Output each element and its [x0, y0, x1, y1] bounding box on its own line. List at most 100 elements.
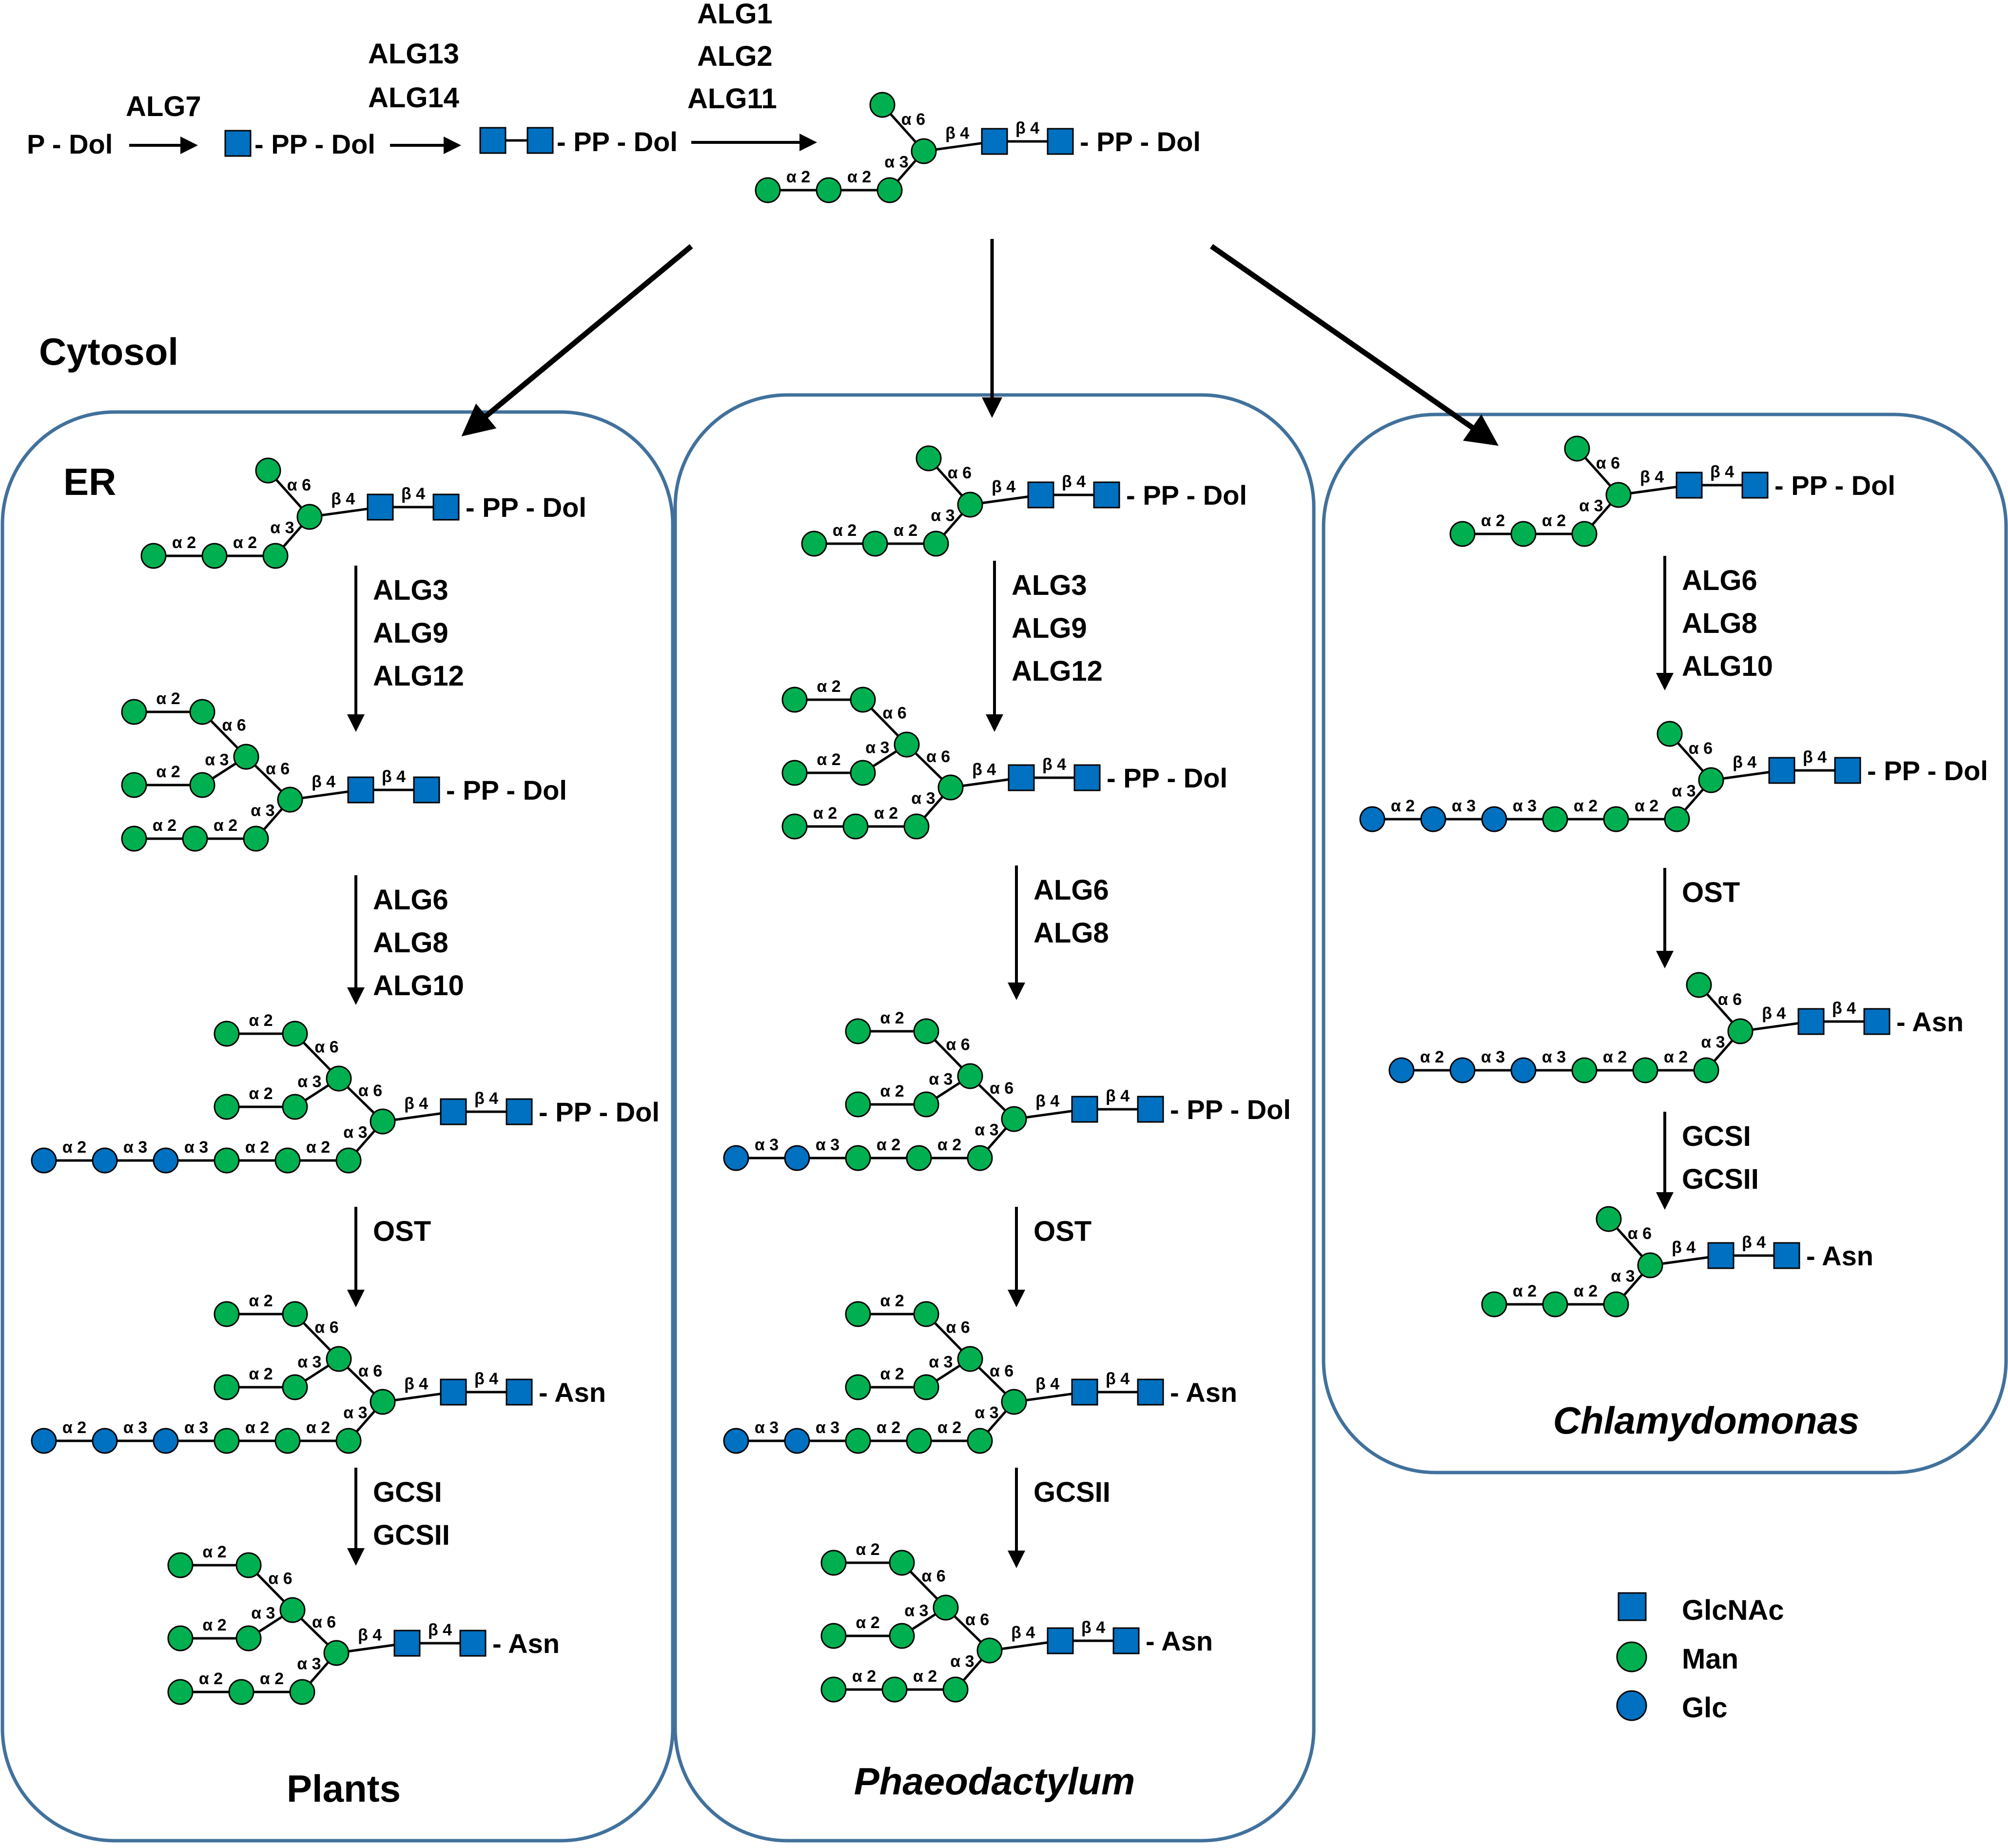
- linkage-label: β 4: [358, 1626, 382, 1644]
- linkage-label: α 3: [251, 1604, 275, 1622]
- glycan-suffix: - Asn: [1896, 1006, 1964, 1037]
- linkage-label: α 2: [786, 168, 810, 186]
- man-circle: [906, 1428, 932, 1454]
- linkage-label: α 2: [249, 1365, 273, 1383]
- glcnac-square: [1071, 1378, 1098, 1406]
- man-circle: [894, 731, 920, 758]
- man-circle: [335, 1147, 362, 1174]
- linkage-label: α 2: [817, 750, 840, 769]
- linkage-label: α 6: [946, 1318, 970, 1337]
- man-circle: [214, 1374, 240, 1400]
- glcnac-square: [1834, 757, 1861, 784]
- linkage-label: α 6: [1596, 454, 1620, 472]
- man-circle: [167, 1625, 194, 1651]
- glc-circle: [92, 1428, 118, 1454]
- glycan-suffix: - Asn: [539, 1377, 606, 1408]
- man-circle: [933, 1594, 959, 1621]
- enzyme-label: ALG8: [373, 927, 448, 959]
- linkage-label: α 3: [1542, 1048, 1566, 1066]
- linkage-label: α 3: [1481, 1048, 1505, 1066]
- glc-circle: [1359, 806, 1385, 832]
- step-phaeo-4: GCSII: [1008, 1468, 1111, 1568]
- linkage-label: α 3: [1513, 797, 1537, 815]
- linkage-label: β 4: [1035, 1375, 1059, 1393]
- linkage-label: α 2: [249, 1292, 273, 1310]
- glcnac-square: [1047, 128, 1074, 155]
- glycan-suffix: - PP - Dol: [1774, 470, 1895, 501]
- glc-circle: [723, 1428, 749, 1454]
- linkage-label: α 2: [214, 816, 237, 835]
- enzyme-label: GCSII: [1033, 1476, 1111, 1508]
- linkage-label: α 6: [948, 464, 972, 482]
- glcnac-square: [367, 493, 394, 521]
- man-circle: [781, 813, 808, 840]
- man-circle: [889, 1550, 915, 1576]
- linkage-label: α 6: [312, 1613, 336, 1632]
- er-label: ER: [63, 460, 116, 503]
- linkage-label: β 4: [1672, 1238, 1696, 1257]
- glc-circle: [31, 1428, 57, 1454]
- linkage-label: β 4: [1011, 1623, 1035, 1642]
- man-circle: [167, 1552, 194, 1578]
- step-plants-3: OST: [347, 1207, 431, 1307]
- linkage-label: α 3: [904, 1601, 928, 1620]
- glcnac-square: [1797, 1008, 1825, 1035]
- man-circle: [937, 774, 964, 801]
- linkage-label: α 6: [990, 1362, 1014, 1380]
- man-circle: [1698, 767, 1724, 793]
- man-circle: [913, 1091, 939, 1118]
- man-circle: [881, 1676, 908, 1703]
- enzyme-label: GCSII: [373, 1519, 450, 1551]
- legend-glcnac-icon: [1618, 1592, 1647, 1621]
- glc-circle: [1420, 806, 1446, 832]
- man-circle: [845, 1145, 871, 1171]
- linkage-label: α 3: [251, 802, 274, 820]
- glcnac-square: [393, 1630, 421, 1657]
- linkage-label: α 6: [222, 716, 246, 734]
- man-circle: [243, 826, 269, 852]
- linkage-label: β 4: [428, 1621, 452, 1639]
- glc-circle: [153, 1428, 179, 1454]
- arrow-to-plants: [461, 244, 693, 437]
- man-circle: [189, 772, 215, 798]
- linkage-label: α 3: [297, 1353, 321, 1371]
- linkage-label: β 4: [1733, 753, 1756, 771]
- enzyme-label: ALG6: [1682, 565, 1757, 596]
- man-circle: [214, 1301, 240, 1327]
- linkage-label: α 3: [1579, 497, 1603, 515]
- panel-plants: [0, 410, 675, 1843]
- linkage-label: α 3: [911, 789, 935, 808]
- glycan-suffix: - Asn: [1806, 1240, 1873, 1271]
- enzyme-label: ALG12: [1012, 655, 1103, 687]
- cytosol-label: Cytosol: [39, 330, 178, 373]
- man-circle: [277, 786, 303, 813]
- man-circle: [845, 1301, 871, 1327]
- step-chlamy-2: OST: [1656, 868, 1740, 968]
- glcnac-square: [1707, 1242, 1735, 1269]
- legend-glc-label: Glc: [1682, 1692, 1728, 1724]
- glc-circle: [723, 1145, 749, 1171]
- linkage-label: α 2: [1635, 797, 1658, 815]
- glycan-suffix: - PP - Dol: [539, 1097, 660, 1127]
- linkage-label: β 4: [1832, 999, 1856, 1018]
- linkage-label: β 4: [474, 1089, 498, 1108]
- linkage-label: α 2: [856, 1613, 879, 1632]
- man-circle: [957, 1063, 983, 1089]
- glcnac-square: [440, 1098, 467, 1125]
- linkage-label: α 2: [156, 763, 180, 781]
- enzyme-label: ALG12: [373, 660, 464, 692]
- man-circle: [335, 1428, 362, 1454]
- linkage-label: α 2: [877, 1418, 900, 1437]
- linkage-label: β 4: [382, 767, 406, 786]
- man-circle: [781, 687, 808, 713]
- man-circle: [877, 177, 903, 203]
- linkage-label: α 3: [929, 1353, 953, 1371]
- linkage-label: α 2: [852, 1667, 876, 1686]
- man-circle: [167, 1679, 194, 1705]
